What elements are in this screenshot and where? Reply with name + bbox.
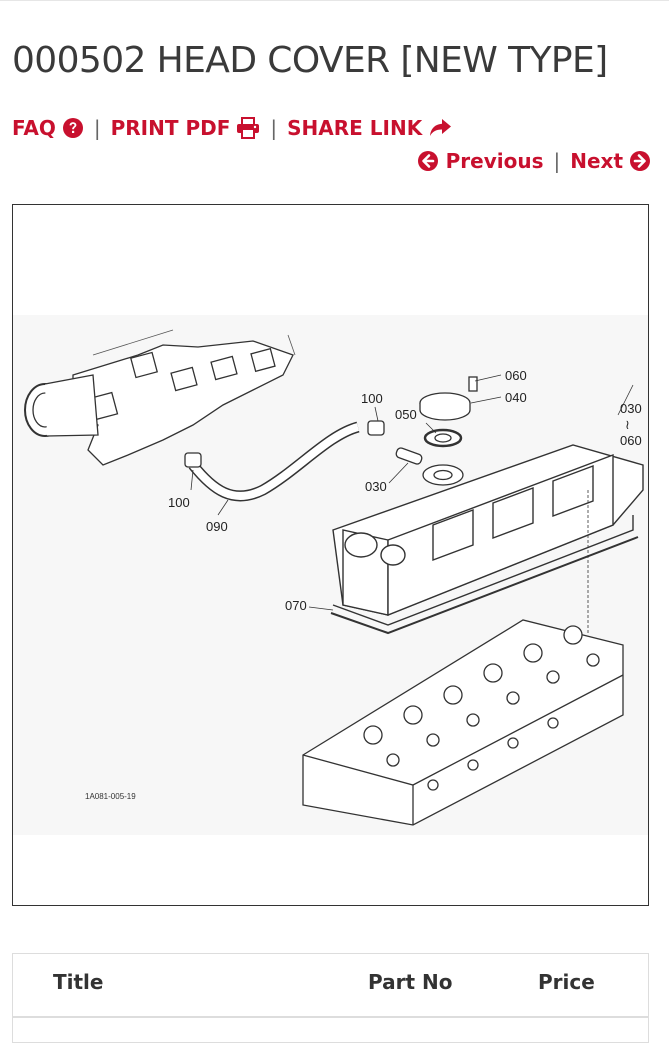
callout-040: 040 bbox=[505, 390, 527, 405]
parts-diagram-frame[interactable]: 060 040 050 100 030 030 ≀ 060 100 090 07… bbox=[12, 204, 649, 906]
share-arrow-icon bbox=[430, 119, 452, 136]
link-separator: | bbox=[93, 116, 101, 140]
callout-050: 050 bbox=[395, 407, 417, 422]
callout-090: 090 bbox=[206, 519, 228, 534]
column-header-price[interactable]: Price bbox=[538, 970, 595, 994]
pagination-nav: Previous | Next bbox=[417, 147, 651, 175]
cylinder-head bbox=[302, 619, 624, 826]
parts-table: Title Part No Price bbox=[12, 953, 649, 1043]
column-header-title[interactable]: Title bbox=[53, 970, 104, 994]
printer-icon bbox=[237, 117, 260, 139]
callout-060-right: 060 bbox=[620, 433, 642, 448]
callout-070: 070 bbox=[285, 598, 307, 613]
header-divider bbox=[13, 1016, 648, 1018]
column-header-part-no[interactable]: Part No bbox=[368, 970, 453, 994]
figure-code: 1A081-005-19 bbox=[85, 792, 136, 801]
share-link-label: SHARE LINK bbox=[287, 116, 423, 140]
arrow-right-circle-icon bbox=[630, 151, 650, 171]
share-link[interactable]: SHARE LINK bbox=[287, 116, 452, 140]
previous-label: Previous bbox=[445, 149, 544, 173]
nav-separator: | bbox=[553, 149, 561, 173]
action-links: FAQ | PRINT PDF | SHARE LINK bbox=[12, 114, 452, 142]
callout-030-mid: 030 bbox=[365, 479, 387, 494]
arrow-left-circle-icon bbox=[417, 151, 438, 171]
question-circle-icon bbox=[62, 118, 83, 138]
page-title: 000502 HEAD COVER [NEW TYPE] bbox=[12, 40, 608, 81]
callout-100-left: 100 bbox=[168, 495, 190, 510]
print-pdf-label: PRINT PDF bbox=[110, 116, 231, 140]
top-divider bbox=[0, 0, 669, 1]
callout-100-top: 100 bbox=[361, 391, 383, 406]
link-separator: | bbox=[270, 116, 278, 140]
previous-link[interactable]: Previous bbox=[417, 149, 544, 173]
next-link[interactable]: Next bbox=[570, 149, 651, 173]
exhaust-manifold bbox=[24, 340, 294, 466]
breather-assembly bbox=[419, 376, 478, 486]
faq-label: FAQ bbox=[12, 116, 56, 140]
breather-hose bbox=[188, 421, 360, 502]
print-pdf-link[interactable]: PRINT PDF bbox=[111, 116, 261, 140]
faq-link[interactable]: FAQ bbox=[12, 116, 84, 140]
callout-range-mark: ≀ bbox=[625, 417, 630, 432]
parts-diagram: 060 040 050 100 030 030 ≀ 060 100 090 07… bbox=[13, 315, 648, 835]
callout-060-top: 060 bbox=[505, 368, 527, 383]
next-label: Next bbox=[570, 149, 623, 173]
callout-030-right: 030 bbox=[620, 401, 642, 416]
head-cover bbox=[332, 444, 644, 626]
hose-clips bbox=[184, 420, 385, 468]
